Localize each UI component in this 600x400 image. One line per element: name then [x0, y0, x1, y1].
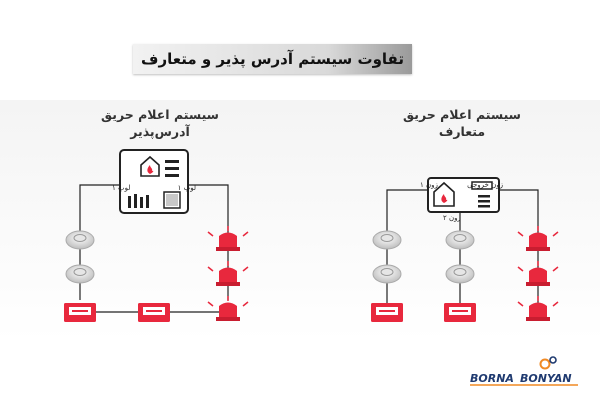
conventional-siren — [517, 261, 559, 286]
addressable-smoke-detector — [65, 230, 95, 250]
flame-icon — [147, 165, 154, 174]
addressable-manual-call-point — [64, 303, 96, 322]
conventional-control-panel — [427, 177, 500, 213]
logo-word-bonyan: BONYAN — [520, 372, 572, 385]
page-title: تفاوت سیستم آدرس پذیر و متعارف — [141, 50, 404, 68]
addressable-heading: سیستم اعلام حریق آدرس‌پذیر — [80, 106, 240, 140]
conventional-output-label: زون خروجی — [467, 181, 503, 189]
addressable-heading-line2: آدرس‌پذیر — [130, 124, 190, 139]
conventional-manual-call-point — [444, 303, 476, 322]
conventional-manual-call-point — [371, 303, 403, 322]
conventional-smoke-detector — [445, 230, 475, 250]
flame-icon — [441, 194, 448, 203]
addressable-manual-call-point — [138, 303, 170, 322]
conventional-zone1-label: زون ۱ — [420, 181, 438, 189]
logo-word-borna: BORNA — [470, 372, 514, 385]
conventional-smoke-detector — [372, 264, 402, 284]
title-banner — [133, 44, 412, 74]
addressable-control-panel — [119, 149, 189, 214]
addressable-heading-line1: سیستم اعلام حریق — [101, 107, 219, 122]
conventional-heading: سیستم اعلام حریق متعارف — [382, 106, 542, 140]
addressable-siren — [207, 226, 249, 251]
conventional-heading-line1: سیستم اعلام حریق — [403, 107, 521, 122]
diagram-background — [0, 100, 600, 342]
conventional-smoke-detector — [372, 230, 402, 250]
addressable-loop-left-label: لوپ ۱ — [112, 184, 130, 192]
conventional-siren — [517, 226, 559, 251]
conventional-output-wire — [499, 189, 539, 305]
addressable-loop-right-label: لوپ ۱ — [178, 184, 196, 192]
conventional-heading-line2: متعارف — [438, 124, 486, 139]
borna-bonyan-logo: BORNA BONYAN — [470, 356, 578, 386]
gear-icon — [549, 356, 557, 364]
addressable-smoke-detector — [65, 264, 95, 284]
addressable-loop-left-wire — [79, 184, 120, 300]
conventional-zone2-label: زون ۲ — [443, 214, 461, 222]
conventional-smoke-detector — [445, 264, 475, 284]
gear-icon — [539, 358, 551, 370]
addressable-siren — [207, 261, 249, 286]
addressable-siren — [207, 296, 249, 321]
conventional-siren — [517, 296, 559, 321]
